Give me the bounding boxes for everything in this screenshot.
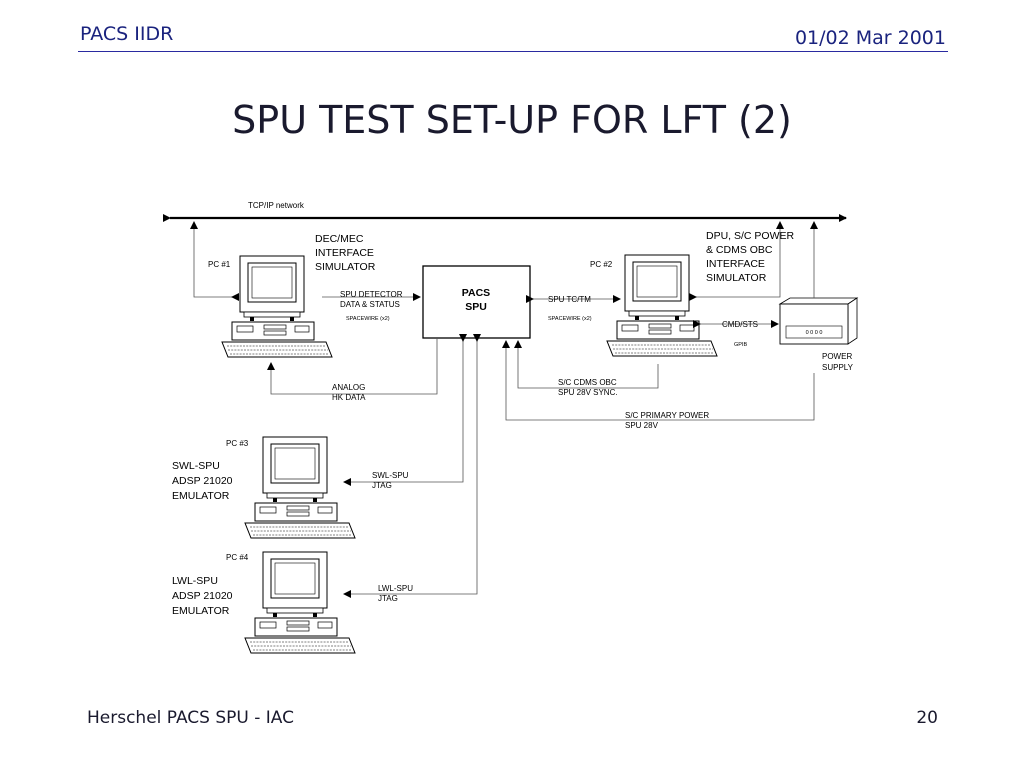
spacewire-right-label: SPACEWIRE (x2) bbox=[548, 316, 592, 322]
pc3-computer-icon bbox=[244, 436, 356, 539]
pc1-role-line2: INTERFACE bbox=[315, 247, 374, 259]
pc2-role-line1: DPU, S/C POWER bbox=[706, 230, 795, 242]
pc2-label: PC #2 bbox=[590, 260, 613, 269]
detector-label-line1: SPU DETECTOR bbox=[340, 290, 403, 299]
pc2-role-line4: SIMULATOR bbox=[706, 272, 767, 284]
cdms-link: S/C CDMS OBC SPU 28V SYNC. bbox=[514, 340, 659, 397]
slide-title: SPU TEST SET-UP FOR LFT (2) bbox=[232, 98, 792, 142]
cdms-label-line2: SPU 28V SYNC. bbox=[558, 388, 618, 397]
header-divider bbox=[78, 51, 948, 52]
spu-label-line1: PACS bbox=[462, 287, 490, 299]
swl-jtag-label-line2: JTAG bbox=[372, 481, 392, 490]
pc3-label: PC #3 bbox=[226, 439, 249, 448]
pc1-role-line3: SIMULATOR bbox=[315, 261, 376, 273]
pc2-role-line2: & CDMS OBC bbox=[706, 244, 773, 256]
spu-label-line2: SPU bbox=[465, 301, 487, 313]
pc2: PC #2 DPU, S/C POWER & CDMS OBC INTERFAC… bbox=[590, 230, 795, 357]
primary-power-label-line2: SPU 28V bbox=[625, 421, 659, 430]
pc4-role-line2: ADSP 21020 bbox=[172, 590, 233, 602]
detector-label-line2: DATA & STATUS bbox=[340, 300, 400, 309]
pc4: PC #4 LWL-SPU ADSP 21020 EMULATOR bbox=[172, 551, 356, 654]
gpib-label: GPIB bbox=[734, 342, 747, 348]
primary-power-link: S/C PRIMARY POWER SPU 28V bbox=[502, 340, 815, 430]
header-left: PACS IIDR bbox=[80, 23, 174, 45]
power-supply-label-line1: POWER bbox=[822, 352, 852, 361]
pc1: PC #1 DEC/MEC INTERFACE SIMULATOR bbox=[208, 233, 376, 358]
pc3-role-line1: SWL-SPU bbox=[172, 460, 220, 472]
detector-link: SPU DETECTOR DATA & STATUS SPACEWIRE (x2… bbox=[322, 290, 421, 322]
pc2-network-link bbox=[689, 221, 784, 301]
spacewire-left-label: SPACEWIRE (x2) bbox=[346, 316, 390, 322]
pc3-role-line3: EMULATOR bbox=[172, 490, 230, 502]
pc2-computer-icon bbox=[606, 254, 718, 357]
lwl-jtag-label-line2: JTAG bbox=[378, 594, 398, 603]
power-supply: 0 0 0 0 POWER SUPPLY bbox=[778, 297, 859, 372]
primary-power-label-line1: S/C PRIMARY POWER bbox=[625, 411, 709, 420]
lwl-jtag-link: LWL-SPU JTAG bbox=[343, 334, 481, 603]
tcpip-network-label: TCP/IP network bbox=[248, 201, 305, 210]
pc1-network-link bbox=[190, 221, 239, 301]
pc4-role-line3: EMULATOR bbox=[172, 605, 230, 617]
pacs-spu-box: PACS SPU bbox=[422, 265, 531, 339]
analog-label-line2: HK DATA bbox=[332, 393, 366, 402]
slide-number: 20 bbox=[916, 708, 938, 728]
cmd-sts-label: CMD/STS bbox=[722, 320, 758, 329]
pc1-role-line1: DEC/MEC bbox=[315, 233, 364, 245]
pc4-label: PC #4 bbox=[226, 553, 249, 562]
tctm-link: SPU TC/TM SPACEWIRE (x2) bbox=[526, 295, 621, 322]
pc3-role-line2: ADSP 21020 bbox=[172, 475, 233, 487]
power-supply-display-icon: 0 0 0 0 bbox=[806, 330, 823, 336]
header-right: 01/02 Mar 2001 bbox=[794, 27, 946, 49]
pc4-role-line1: LWL-SPU bbox=[172, 575, 218, 587]
analog-label-line1: ANALOG bbox=[332, 383, 365, 392]
tctm-label: SPU TC/TM bbox=[548, 295, 591, 304]
power-supply-label-line2: SUPPLY bbox=[822, 363, 854, 372]
swl-jtag-link: SWL-SPU JTAG bbox=[343, 334, 467, 490]
pc3: PC #3 SWL-SPU ADSP 21020 EMULATOR bbox=[172, 436, 356, 539]
pc4-computer-icon bbox=[244, 551, 356, 654]
lwl-jtag-label-line1: LWL-SPU bbox=[378, 584, 413, 593]
pc2-role-line3: INTERFACE bbox=[706, 258, 765, 270]
cmd-sts-link: CMD/STS GPIB bbox=[693, 320, 779, 348]
cdms-label-line1: S/C CDMS OBC bbox=[558, 378, 617, 387]
swl-jtag-label-line1: SWL-SPU bbox=[372, 471, 409, 480]
tcpip-network-bus: TCP/IP network bbox=[163, 201, 847, 222]
pc1-label: PC #1 bbox=[208, 260, 231, 269]
footer-left: Herschel PACS SPU - IAC bbox=[87, 708, 294, 728]
